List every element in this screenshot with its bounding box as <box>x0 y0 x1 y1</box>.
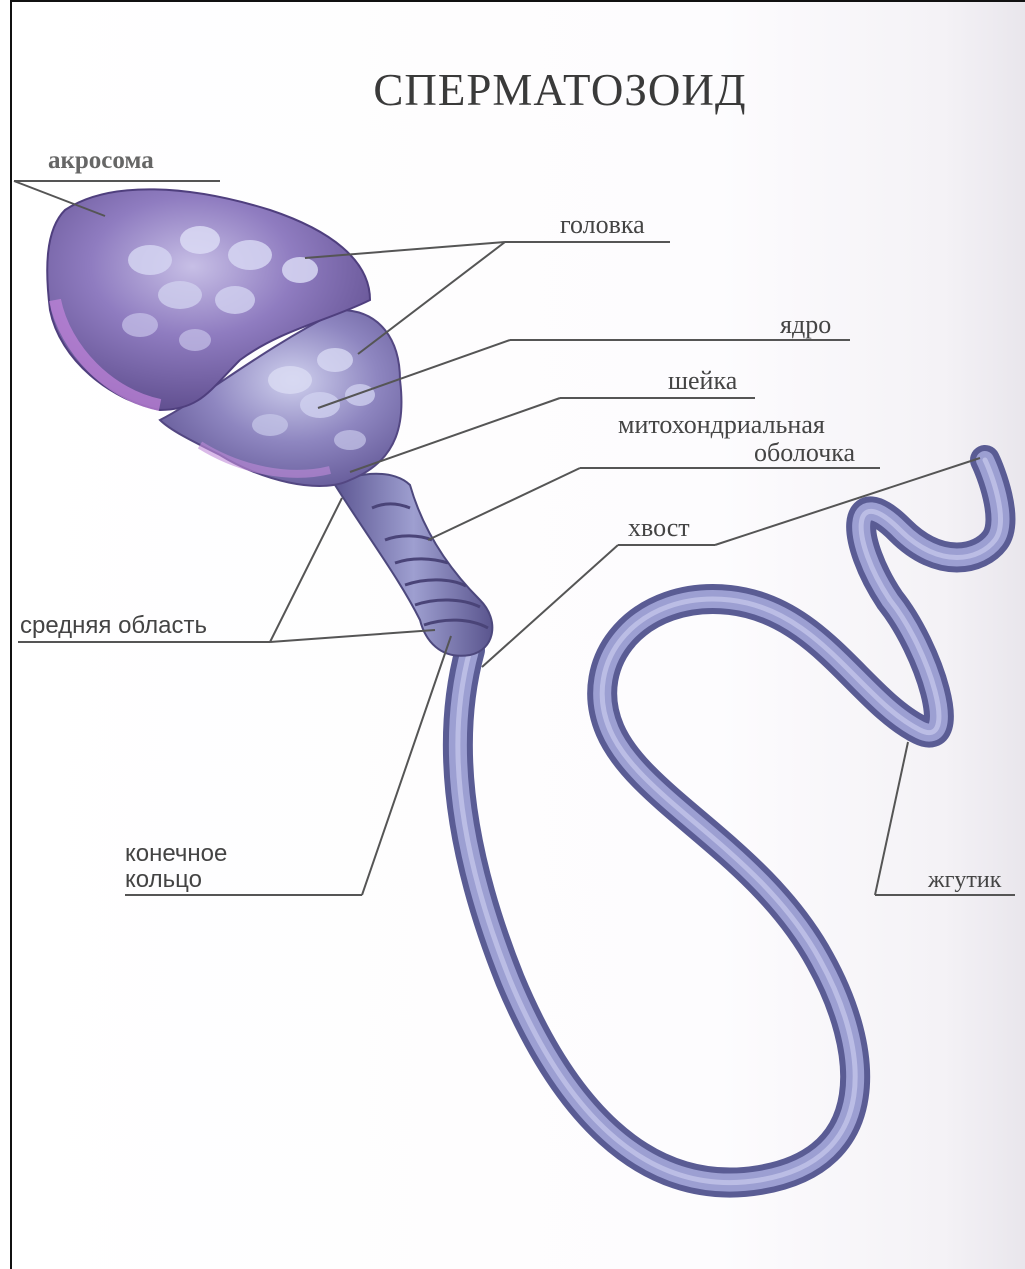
leader-middle-right <box>270 630 435 642</box>
leader-head-lower <box>358 242 505 354</box>
label-end-ring-line1: конечное <box>125 842 227 866</box>
leader-end-ring-pointer <box>362 636 451 895</box>
midpiece-shape <box>335 474 492 656</box>
leader-middle-up <box>270 498 342 642</box>
label-mito-line1: митохондриальная <box>618 412 825 438</box>
label-tail: хвост <box>628 515 690 541</box>
tail-shape <box>458 460 1001 1183</box>
leader-mito-pointer <box>428 468 580 540</box>
label-end-ring-line2: кольцо <box>125 868 202 892</box>
label-head: головка <box>560 212 645 238</box>
label-flagellum: жгутик <box>928 868 1001 892</box>
label-nucleus: ядро <box>780 312 831 338</box>
label-neck: шейка <box>668 368 737 394</box>
label-mito-line2: оболочка <box>754 440 855 466</box>
leader-flagellum-pointer <box>875 742 908 895</box>
label-acrosome: акросома <box>48 148 154 173</box>
label-middle-region: средняя область <box>20 614 207 638</box>
